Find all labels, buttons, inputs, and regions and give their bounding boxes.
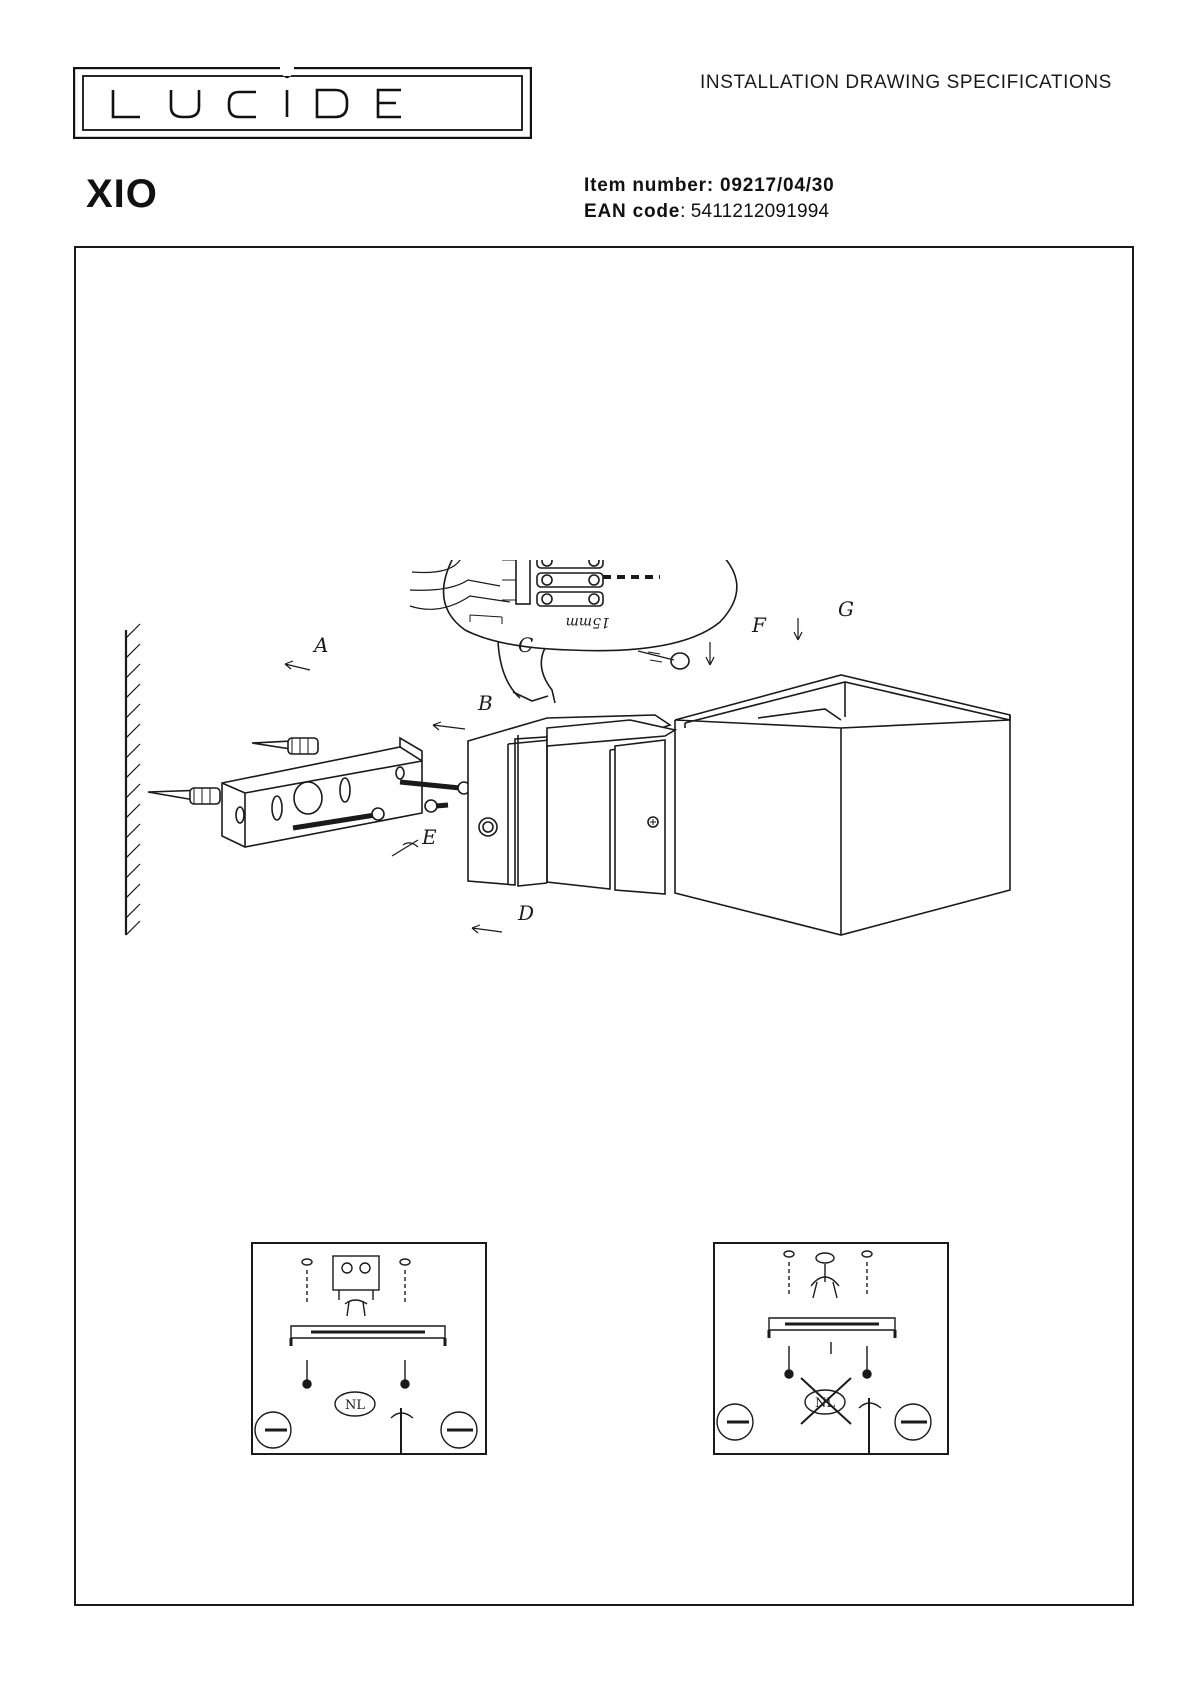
item-number-label: Item number:	[584, 175, 714, 196]
part-label-c: C	[518, 633, 533, 657]
item-number-value: 09217/04/30	[720, 175, 835, 196]
exploded-assembly-drawing: A B C D E F G 8mm 15mm	[124, 560, 1011, 936]
inset-drawing-alternative: NL	[713, 1242, 949, 1455]
document-title: INSTALLATION DRAWING SPECIFICATIONS	[700, 72, 1112, 93]
part-label-g: G	[838, 597, 854, 621]
part-label-a: A	[312, 633, 328, 657]
part-label-f: F	[751, 613, 767, 637]
ean-code-label: EAN code	[584, 201, 681, 222]
lucide-logo	[73, 67, 532, 139]
inset-badge-nl-crossed: NL	[815, 1396, 835, 1411]
part-label-e: E	[421, 825, 437, 849]
part-label-d: D	[517, 901, 534, 925]
ean-code-line: EAN code: 5411212091994	[584, 201, 830, 222]
part-label-b: B	[477, 691, 493, 715]
ean-code-value: 5411212091994	[690, 201, 830, 222]
dimension-15mm: 15mm	[566, 614, 610, 630]
item-number-line: Item number: 09217/04/30	[584, 175, 835, 197]
inset-badge-nl: NL	[345, 1398, 365, 1413]
product-name: XIO	[86, 172, 158, 216]
inset-drawing-standard: NL	[251, 1242, 487, 1455]
drawing-frame	[74, 246, 1134, 1606]
